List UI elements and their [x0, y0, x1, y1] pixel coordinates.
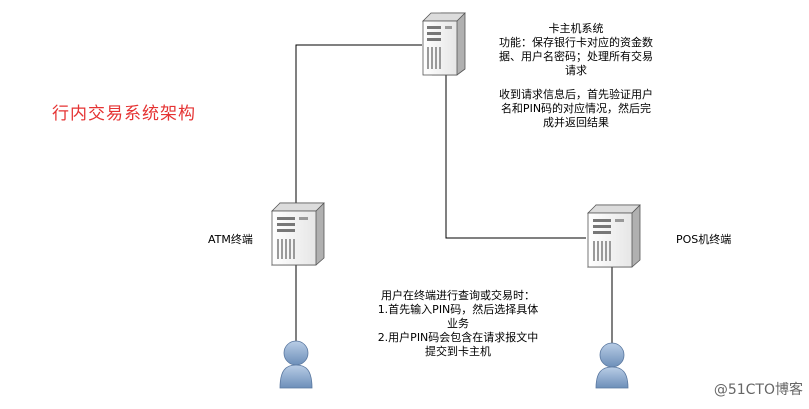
- pos-server-icon: [586, 204, 641, 268]
- card-host-process-line: 收到请求信息后，首先验证用户: [499, 88, 653, 101]
- diagram-title: 行内交易系统架构: [52, 104, 196, 124]
- card-host-server-icon: [422, 12, 466, 76]
- atm-terminal-label: ATM终端: [208, 233, 253, 246]
- card-host-process-line: 名和PIN码的对应情况，然后完: [500, 102, 652, 115]
- card-host-name: 卡主机系统: [548, 22, 604, 35]
- card-host-description: 卡主机系统 功能：保存银行卡对应的资金数 据、用户名密码；处理所有交易 请求 收…: [488, 22, 664, 130]
- pos-user-icon: [595, 342, 629, 389]
- note-line: 用户在终端进行查询或交易时：: [381, 289, 535, 302]
- card-host-process-line: 成并返回结果: [543, 116, 609, 129]
- note-line: 2.用户PIN码会包含在请求报文中: [377, 331, 539, 344]
- note-line: 业务: [447, 317, 469, 330]
- link-atm-to-card-host: [295, 44, 422, 205]
- link-card-host-to-pos: [445, 70, 586, 239]
- atm-user-icon: [279, 340, 313, 389]
- card-host-function-line: 据、用户名密码；处理所有交易: [499, 50, 653, 63]
- watermark: @51CTO博客: [713, 382, 803, 398]
- pos-terminal-label: POS机终端: [676, 233, 732, 246]
- spacer: [488, 78, 664, 88]
- card-host-function-line: 请求: [565, 64, 587, 77]
- note-line: 提交到卡主机: [425, 345, 491, 358]
- user-flow-note: 用户在终端进行查询或交易时： 1.首先输入PIN码，然后选择具体 业务 2.用户…: [360, 289, 556, 359]
- note-line: 1.首先输入PIN码，然后选择具体: [377, 303, 539, 316]
- atm-server-icon: [270, 202, 325, 266]
- card-host-function-line: 功能：保存银行卡对应的资金数: [499, 36, 653, 49]
